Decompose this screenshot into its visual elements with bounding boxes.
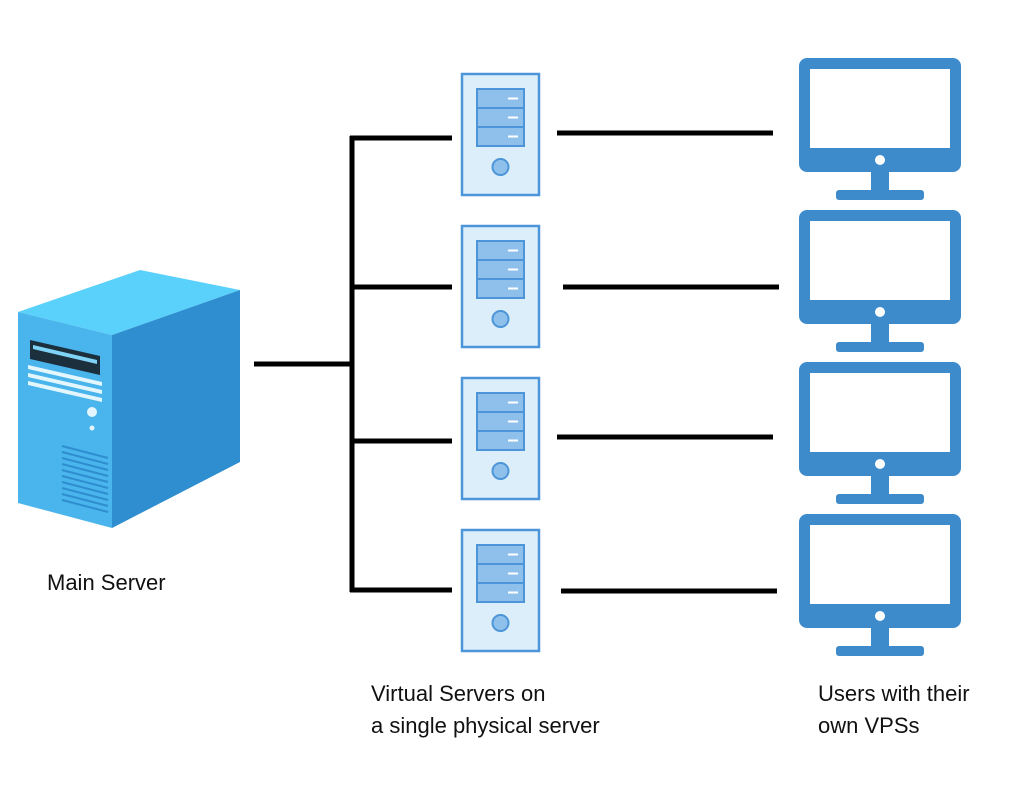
main-server-label-text: Main Server [47,570,166,595]
virtual-server-3-icon [460,376,541,501]
user-monitor-4-icon [799,514,961,656]
power-button-icon [491,310,510,328]
monitor-power-icon [875,611,885,621]
main-server-label: Main Server [47,567,166,599]
power-button-icon [491,462,510,480]
user-monitor-2-icon [799,210,961,352]
drive-slot [476,582,525,603]
virtual-servers-label: Virtual Servers on a single physical ser… [371,678,600,742]
monitor-neck [871,628,889,646]
main-server-top [18,270,240,335]
vent-grille [61,445,109,513]
users-label-line-1: Users with their [818,681,970,706]
virtual-server-1-icon [460,72,541,197]
monitor-neck [871,476,889,494]
power-button-icon [491,614,510,632]
users-label: Users with their own VPSs [818,678,970,742]
monitor-screen [810,373,950,452]
virtual-server-4-icon [460,528,541,653]
user-monitor-3-icon [799,362,961,504]
monitor-base [836,494,924,504]
drive-slot [476,430,525,451]
main-server-icon [18,270,240,528]
user-monitor-1-icon [799,58,961,200]
monitor-neck [871,172,889,190]
virtual-servers [460,72,541,653]
monitor-power-icon [875,459,885,469]
drive-slot [476,126,525,147]
monitor-base [836,646,924,656]
power-button-icon [491,158,510,176]
drive-slot [476,278,525,299]
monitor-base [836,190,924,200]
monitor-screen [810,525,950,604]
virtual-servers-label-line-2: a single physical server [371,713,600,738]
virtual-server-2-icon [460,224,541,349]
monitor-base [836,342,924,352]
monitor-power-icon [875,307,885,317]
monitor-neck [871,324,889,342]
power-button-icon [87,407,97,417]
user-monitors [799,58,961,656]
main-server-side [112,290,240,528]
users-label-line-2: own VPSs [818,713,920,738]
connector-lines [254,130,779,594]
monitor-power-icon [875,155,885,165]
monitor-screen [810,69,950,148]
virtual-servers-label-line-1: Virtual Servers on [371,681,546,706]
monitor-screen [810,221,950,300]
